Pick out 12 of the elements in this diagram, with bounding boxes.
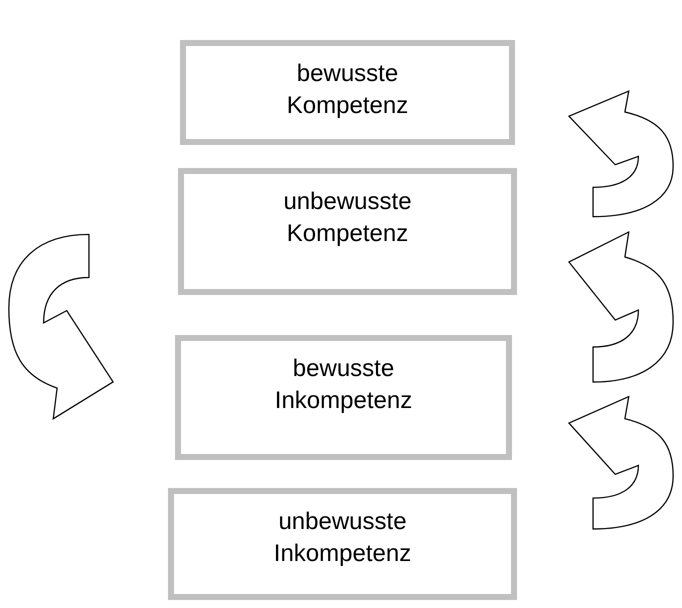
stage-box [178, 168, 517, 295]
stage-box [180, 40, 515, 145]
stage-label: bewusste Inkompetenz [274, 354, 414, 416]
stage-label: unbewusste Kompetenz [282, 187, 413, 249]
curved-block-arrow [568, 230, 674, 382]
stage-box [168, 488, 517, 600]
stage-label: bewusste Kompetenz [286, 59, 410, 121]
curved-block-arrow [568, 90, 674, 217]
stage-box [175, 335, 512, 460]
curved-block-arrow [8, 233, 114, 419]
stage-label: unbewusste Inkompetenz [272, 507, 412, 569]
curved-block-arrow [568, 395, 674, 530]
